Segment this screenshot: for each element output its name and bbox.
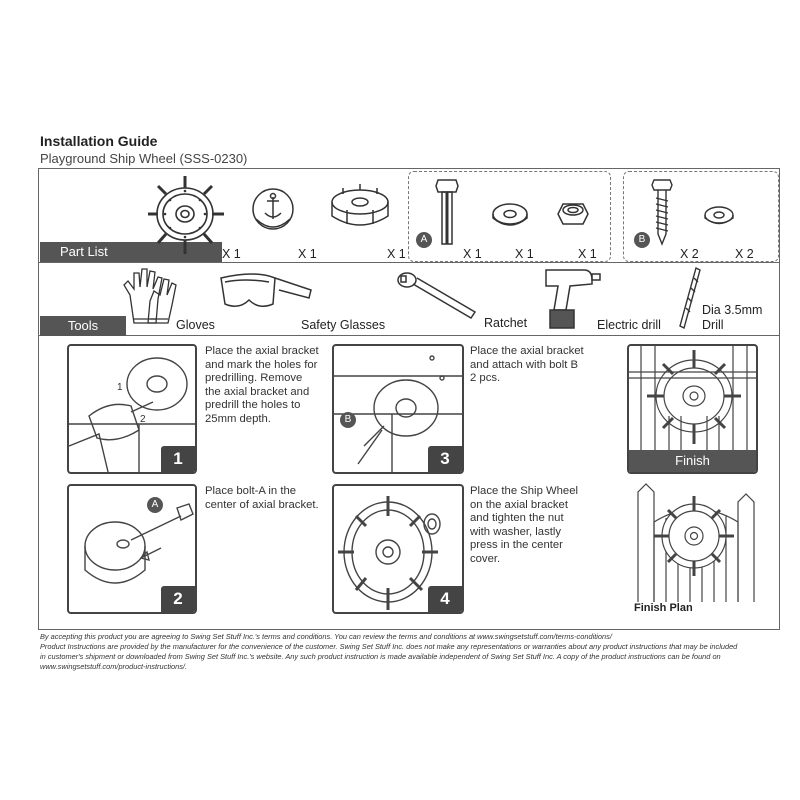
kit-a-badge: A [416, 232, 432, 248]
nut-qty: X 1 [578, 247, 597, 261]
bolt-icon [435, 179, 459, 245]
page-title: Installation Guide [40, 133, 158, 149]
lag-screw-qty: X 2 [680, 247, 699, 261]
washer-b-qty: X 2 [735, 247, 754, 261]
step-1-illustration [69, 357, 195, 472]
washer-qty: X 1 [515, 247, 534, 261]
drill-bit-icon [679, 266, 701, 330]
nut-icon [557, 203, 589, 225]
guide-frame [38, 168, 780, 630]
finish-illustration [629, 346, 756, 454]
center-cover-qty: X 1 [298, 247, 317, 261]
safety-glasses-icon [220, 273, 312, 307]
tools-label: Tools [40, 316, 126, 336]
safety-glasses-label: Safety Glasses [301, 318, 386, 332]
step-4-number: 4 [428, 586, 462, 612]
finish-panel: Finish [627, 344, 758, 474]
step-1-callout-2: 2 [140, 414, 146, 425]
electric-drill-label: Electric drill [597, 318, 661, 332]
lag-screw-icon [651, 179, 673, 246]
washer-b-icon [704, 206, 734, 225]
drill-bit-size: Dia 3.5mm [702, 303, 763, 317]
step-1-panel: 1 [67, 344, 197, 474]
step-4-panel: 4 [332, 484, 464, 614]
step-1-callout-1: 1 [117, 382, 123, 393]
bolt-a-qty: X 1 [463, 247, 482, 261]
page-subtitle: Playground Ship Wheel (SSS-0230) [40, 151, 248, 166]
gloves-label: Gloves [176, 318, 215, 332]
part-list-label: Part List [40, 242, 222, 262]
step-2-badge: A [147, 497, 163, 513]
hardware-kit-b [623, 171, 779, 262]
ship-wheel-icon [148, 176, 224, 254]
finish-plan-label: Finish Plan [634, 602, 693, 614]
ratchet-label: Ratchet [484, 316, 528, 330]
step-2-panel: 2 [67, 484, 197, 614]
hardware-kit-a [408, 171, 611, 262]
terms-footer: By accepting this product you are agreei… [40, 632, 738, 671]
ratchet-icon [397, 272, 477, 320]
axial-bracket-icon [331, 184, 389, 226]
ship-wheel-qty: X 1 [222, 247, 241, 261]
step-4-illustration [338, 496, 441, 610]
step-2-illustration [84, 503, 194, 584]
washer-icon [492, 203, 528, 226]
divider-parts [38, 262, 780, 263]
step-1-number: 1 [161, 446, 195, 472]
finish-plan-illustration [637, 483, 755, 602]
gloves-icon [123, 268, 177, 324]
step-3-illustration [334, 355, 462, 472]
divider-tools [38, 335, 780, 336]
step-3-panel: 3 [332, 344, 464, 474]
step-3-badge: B [340, 412, 356, 428]
drill-bit-label: Drill [702, 318, 724, 332]
axial-bracket-qty: X 1 [387, 247, 406, 261]
center-cover-icon [252, 188, 294, 230]
step-2-number: 2 [161, 586, 195, 612]
kit-b-badge: B [634, 232, 650, 248]
step-3-number: 3 [428, 446, 462, 472]
electric-drill-icon [545, 269, 601, 329]
finish-label: Finish [629, 450, 756, 472]
